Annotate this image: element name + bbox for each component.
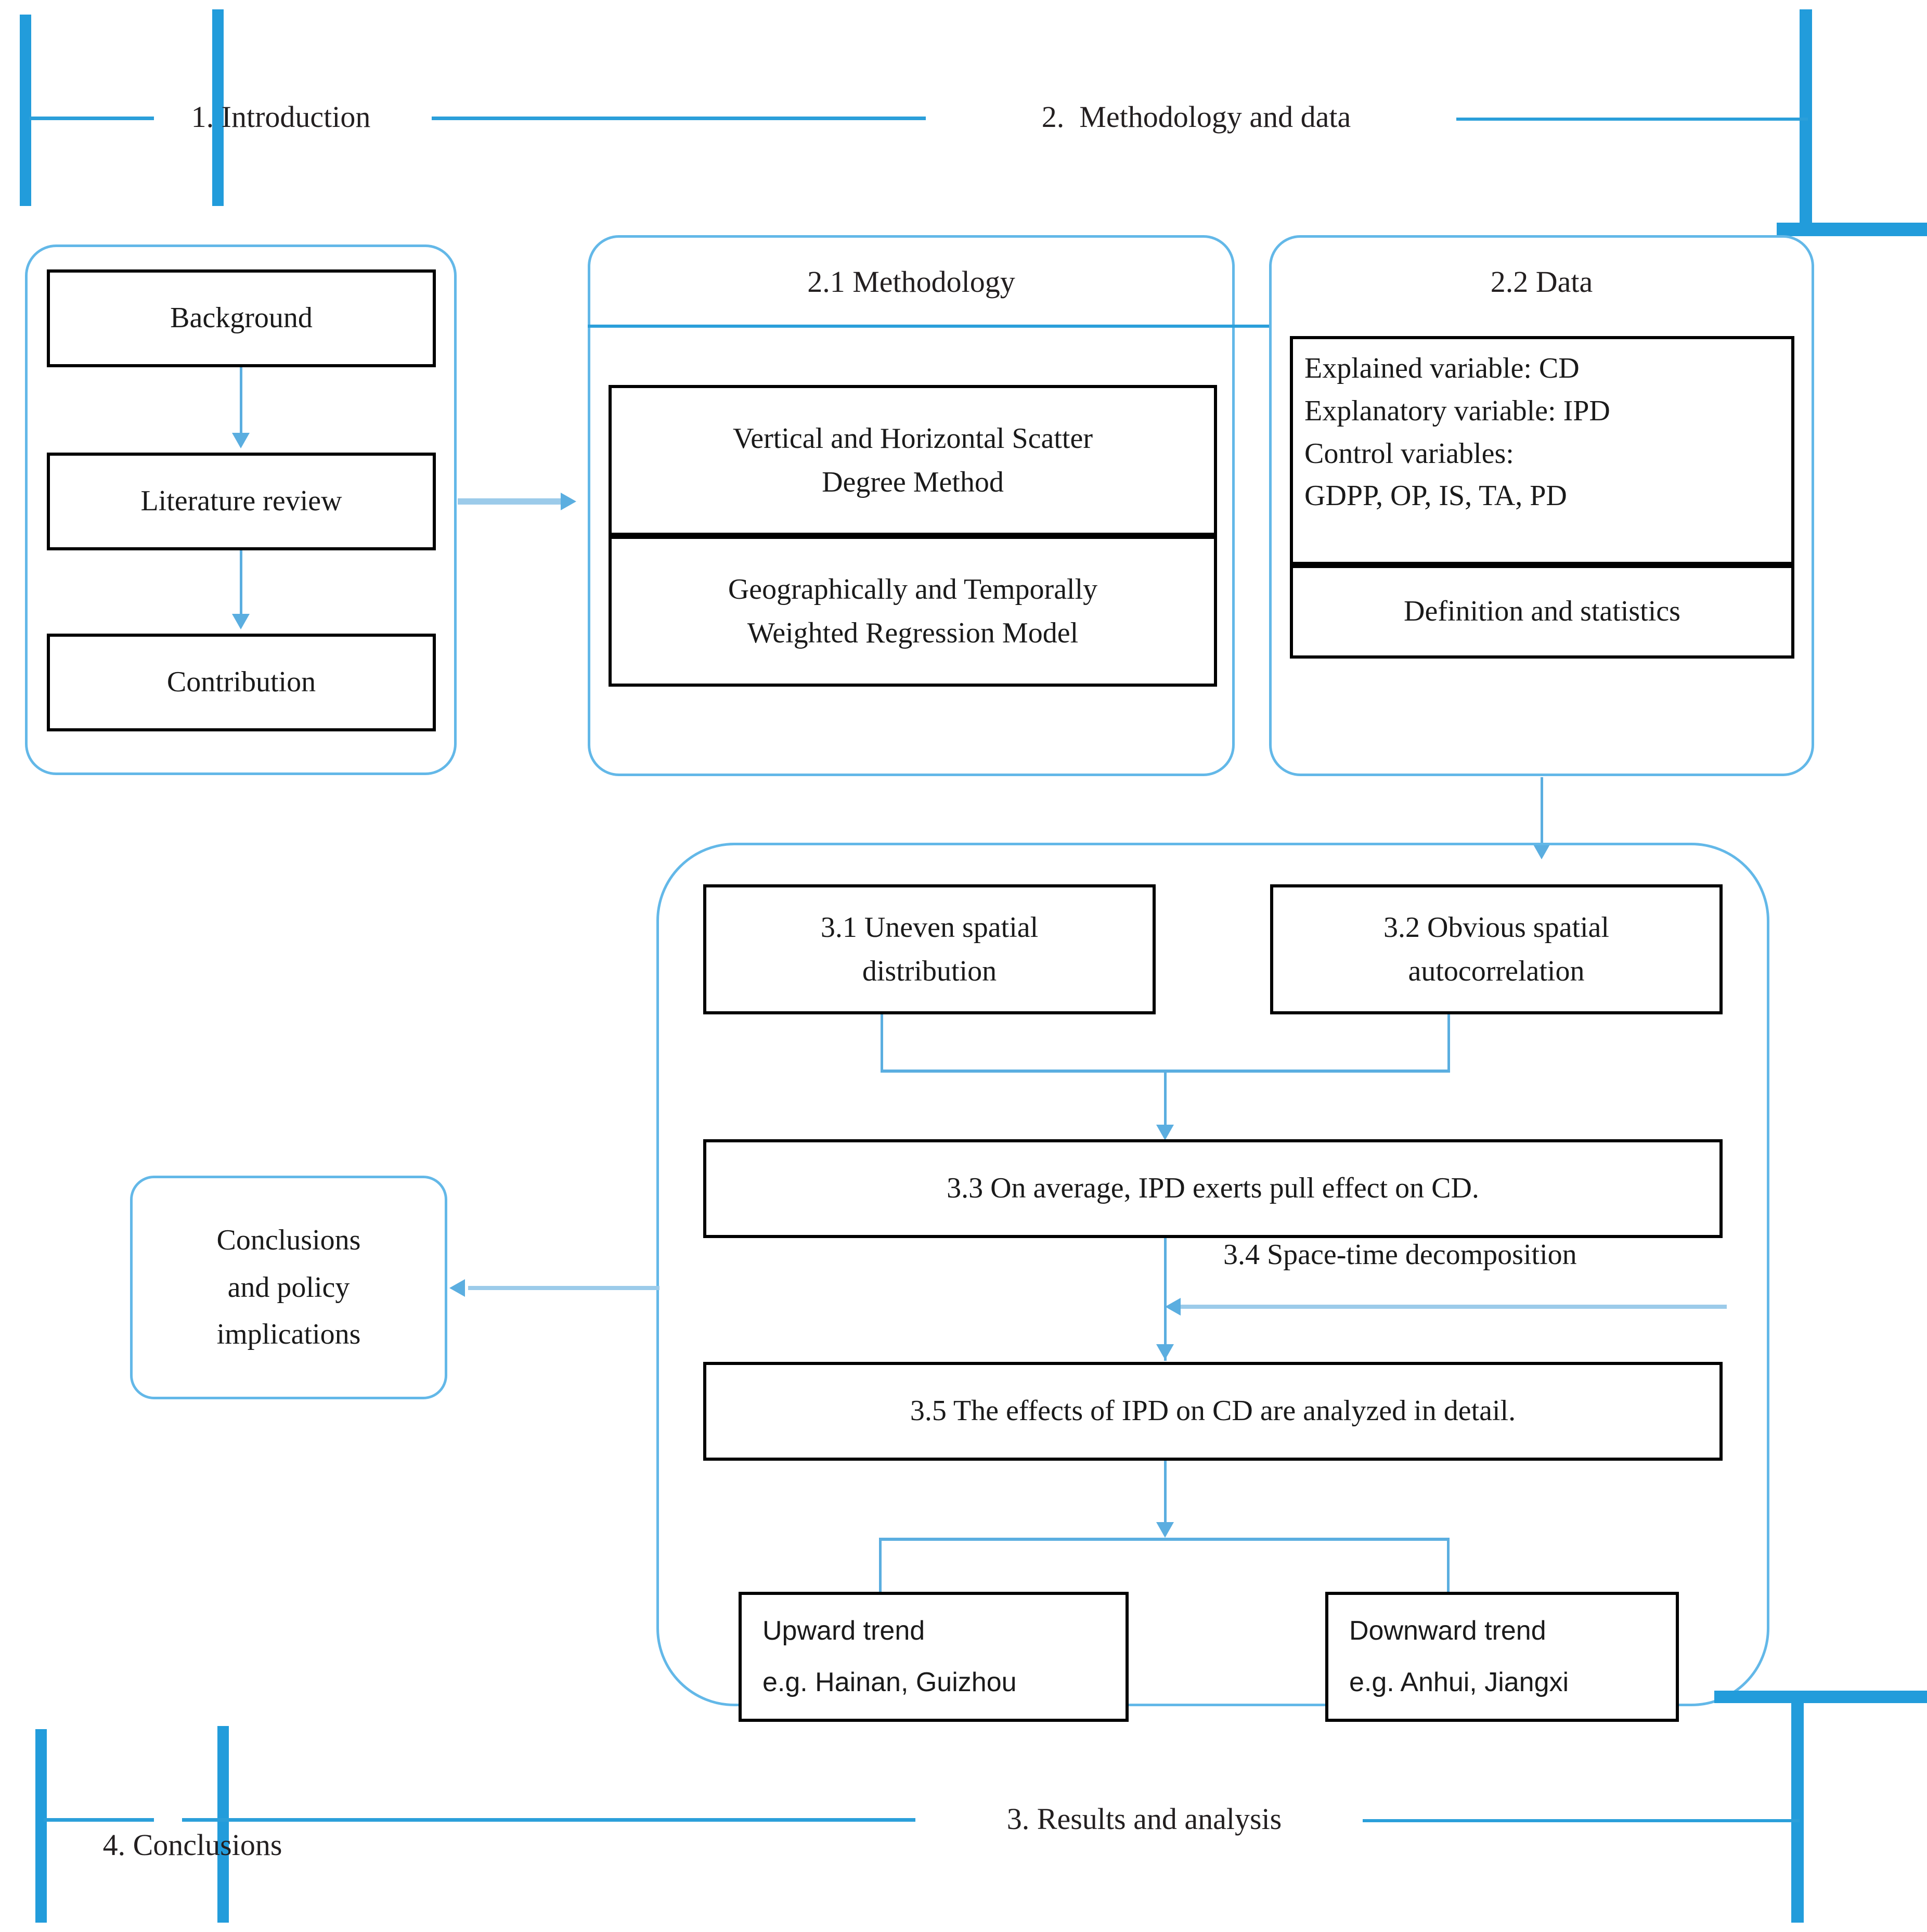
box-definition-and-statistics[interactable]: Definition and statistics	[1290, 565, 1794, 659]
box-contribution[interactable]: Contribution	[47, 634, 436, 731]
group-title-methodology: 2.1 Methodology	[807, 265, 1015, 299]
group-results	[656, 843, 1769, 1706]
arrow-34-inbound-head	[1165, 1298, 1181, 1316]
section-label-introduction: 1. Introduction	[191, 100, 371, 134]
box-line-1: Vertical and Horizontal Scatter	[733, 422, 1093, 455]
arrow-data-to-results-head	[1533, 844, 1550, 859]
split-stub-to-downward	[1447, 1538, 1450, 1594]
arrow-background-to-literature-head	[232, 433, 250, 448]
node-conclusions-and-policy-implications[interactable]: Conclusions and policy implications	[130, 1176, 447, 1399]
bracket-cap-right-top	[1777, 223, 1927, 236]
footer-tick-conclusions	[44, 1818, 154, 1822]
split-drop-from-35	[1164, 1461, 1167, 1524]
merge-stub-from-31	[881, 1014, 883, 1072]
data-line-control-list: GDPP, OP, IS, TA, PD	[1304, 480, 1567, 512]
arrow-results-to-conclusions-line	[468, 1286, 659, 1290]
bracket-rail-mid-bottom	[217, 1726, 229, 1923]
merge-stub-from-32	[1447, 1014, 1450, 1072]
box-line-1: 3.1 Uneven spatial	[820, 911, 1039, 944]
footer-tick-results-left	[182, 1818, 915, 1822]
conclusions-line-2: and policy	[227, 1271, 350, 1304]
arrow-intro-to-methodology-head	[561, 493, 576, 510]
group-divider-methodology	[588, 325, 1269, 328]
box-data-variables[interactable]: Explained variable: CD Explanatory varia…	[1290, 336, 1794, 565]
merge-drop-to-33	[1164, 1070, 1167, 1127]
box-upward-trend[interactable]: Upward trend e.g. Hainan, Guizhou	[739, 1592, 1129, 1722]
conclusions-line-1: Conclusions	[216, 1223, 361, 1256]
box-line-1: Geographically and Temporally	[728, 573, 1098, 606]
bracket-rail-left-top	[20, 15, 31, 206]
header-tick-methodology-right	[1456, 118, 1808, 121]
section-label-results-and-analysis: 3. Results and analysis	[1006, 1802, 1282, 1836]
box-line-1: Downward trend	[1349, 1616, 1546, 1646]
box-33-ipd-pull-effect[interactable]: 3.3 On average, IPD exerts pull effect o…	[703, 1139, 1723, 1238]
arrow-literature-to-contribution-line	[240, 550, 242, 616]
bracket-cap-right-bottom	[1714, 1691, 1927, 1703]
footer-tick-results-right	[1363, 1819, 1800, 1822]
data-line-explanatory: Explanatory variable: IPD	[1304, 394, 1610, 427]
box-line-1: Upward trend	[762, 1616, 925, 1646]
box-literature-review[interactable]: Literature review	[47, 453, 436, 550]
header-tick-introduction-right	[432, 117, 926, 120]
arrow-intro-to-methodology-line	[458, 498, 562, 505]
label-34-space-time-decomposition: 3.4 Space-time decomposition	[1223, 1239, 1577, 1271]
arrow-data-to-results-line	[1541, 777, 1543, 846]
box-31-uneven-spatial-distribution[interactable]: 3.1 Uneven spatial distribution	[703, 884, 1156, 1014]
conclusions-line-3: implications	[216, 1318, 361, 1351]
data-line-explained: Explained variable: CD	[1304, 352, 1580, 384]
group-introduction	[25, 244, 457, 775]
section-label-methodology-and-data: 2. Methodology and data	[1041, 100, 1351, 134]
box-downward-trend[interactable]: Downward trend e.g. Anhui, Jiangxi	[1325, 1592, 1679, 1722]
box-line-2: autocorrelation	[1408, 955, 1585, 987]
data-line-control-heading: Control variables:	[1304, 437, 1514, 470]
arrow-literature-to-contribution-head	[232, 614, 250, 629]
box-line-2: e.g. Anhui, Jiangxi	[1349, 1667, 1569, 1697]
box-line-2: Degree Method	[822, 466, 1004, 498]
bracket-rail-right-bottom	[1791, 1702, 1804, 1923]
box-line-2: Weighted Regression Model	[747, 617, 1079, 649]
split-stub-to-upward	[879, 1538, 882, 1594]
section-label-conclusions-and-policy-implications: 4. Conclusions and policy implications	[62, 1753, 322, 1932]
box-vertical-horizontal-scatter-degree-method[interactable]: Vertical and Horizontal Scatter Degree M…	[609, 385, 1217, 536]
bracket-rail-mid-top	[212, 9, 224, 206]
arrow-33-to-35-head	[1156, 1344, 1174, 1360]
box-line-2: distribution	[862, 955, 997, 987]
arrow-results-to-conclusions-head	[449, 1279, 465, 1297]
bracket-rail-left-bottom	[35, 1729, 47, 1923]
box-line-1: 3.2 Obvious spatial	[1383, 911, 1609, 944]
split-bar-to-trends	[879, 1538, 1449, 1541]
merge-arrowhead-to-33	[1156, 1125, 1174, 1140]
arrow-background-to-literature-line	[240, 367, 242, 435]
box-line-2: e.g. Hainan, Guizhou	[762, 1667, 1017, 1697]
arrow-34-inbound-line	[1181, 1305, 1727, 1309]
split-arrowhead-from-35	[1156, 1522, 1174, 1538]
group-methodology	[588, 235, 1235, 776]
header-tick-introduction-left	[29, 117, 154, 120]
box-32-obvious-spatial-autocorrelation[interactable]: 3.2 Obvious spatial autocorrelation	[1270, 884, 1723, 1014]
box-background[interactable]: Background	[47, 269, 436, 367]
box-gtwr-model[interactable]: Geographically and Temporally Weighted R…	[609, 536, 1217, 687]
box-35-effects-analyzed-in-detail[interactable]: 3.5 The effects of IPD on CD are analyze…	[703, 1362, 1723, 1461]
group-data	[1269, 235, 1814, 776]
footer-conclusions-line-1: 4. Conclusions	[102, 1827, 282, 1862]
group-title-data: 2.2 Data	[1490, 265, 1593, 299]
